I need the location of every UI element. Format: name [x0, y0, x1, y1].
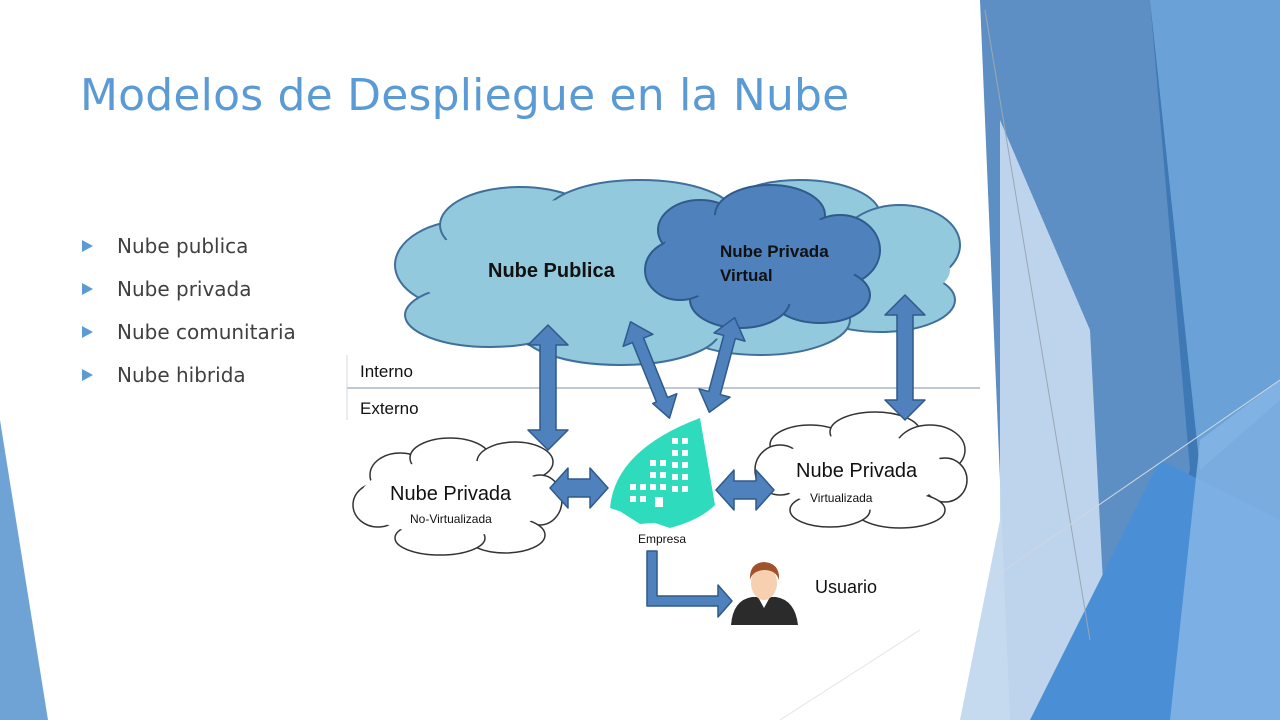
- bullet-list: Nube publica Nube privada Nube comunitar…: [80, 232, 296, 404]
- arrow-public-to-company: [622, 321, 678, 419]
- user-label: Usuario: [815, 577, 877, 597]
- bullet-label: Nube hibrida: [117, 363, 246, 387]
- private-cloud-non-virtualized: [352, 437, 563, 556]
- deployment-models-diagram: Nube Publica Nube Privada Virtual Intern…: [346, 179, 980, 625]
- arrow-public-to-private-right: [884, 294, 926, 421]
- arrow-virtual-to-company: [698, 316, 746, 414]
- virtual-private-cloud-label-line2: Virtual: [720, 266, 773, 285]
- triangle-bullet-icon: [82, 369, 93, 381]
- slide-title: Modelos de Despliegue en la Nube: [80, 70, 850, 121]
- bullet-item-community: Nube comunitaria: [80, 318, 296, 361]
- right-facet-pale: [960, 120, 1110, 720]
- user-avatar-icon: [731, 562, 798, 625]
- company-label: Empresa: [638, 532, 686, 546]
- deco-line-2: [989, 379, 1280, 581]
- public-cloud-label: Nube Publica: [488, 260, 616, 282]
- deco-line-1: [984, 9, 1091, 641]
- bullet-item-public: Nube publica: [80, 232, 296, 275]
- right-facet-mid: [1150, 0, 1280, 470]
- triangle-bullet-icon: [82, 240, 93, 252]
- bullet-label: Nube privada: [117, 277, 252, 301]
- triangle-bullet-icon: [82, 283, 93, 295]
- deco-line-3: [779, 629, 921, 720]
- bullet-label: Nube comunitaria: [117, 320, 296, 344]
- arrow-public-to-private-left: [527, 324, 569, 451]
- virtual-private-cloud: [644, 184, 881, 329]
- internal-label: Interno: [360, 362, 413, 381]
- bullet-item-private: Nube privada: [80, 275, 296, 318]
- virtual-private-cloud-label-line1: Nube Privada: [720, 242, 829, 261]
- private-left-title: Nube Privada: [390, 483, 512, 505]
- arrow-company-to-user: [646, 550, 733, 618]
- triangle-bullet-icon: [82, 326, 93, 338]
- private-right-title: Nube Privada: [796, 460, 918, 482]
- bullet-label: Nube publica: [117, 234, 249, 258]
- private-left-subtitle: No-Virtualizada: [410, 512, 492, 526]
- bullet-item-hybrid: Nube hibrida: [80, 361, 296, 404]
- private-cloud-virtualized: [754, 411, 968, 529]
- left-edge-facet: [0, 420, 48, 720]
- company-building-icon: [610, 418, 715, 528]
- arrow-company-private-right: [715, 469, 775, 511]
- private-right-subtitle: Virtualizada: [810, 491, 873, 505]
- external-label: Externo: [360, 399, 419, 418]
- right-facet-light: [1170, 380, 1280, 720]
- arrow-private-left-company: [549, 467, 609, 509]
